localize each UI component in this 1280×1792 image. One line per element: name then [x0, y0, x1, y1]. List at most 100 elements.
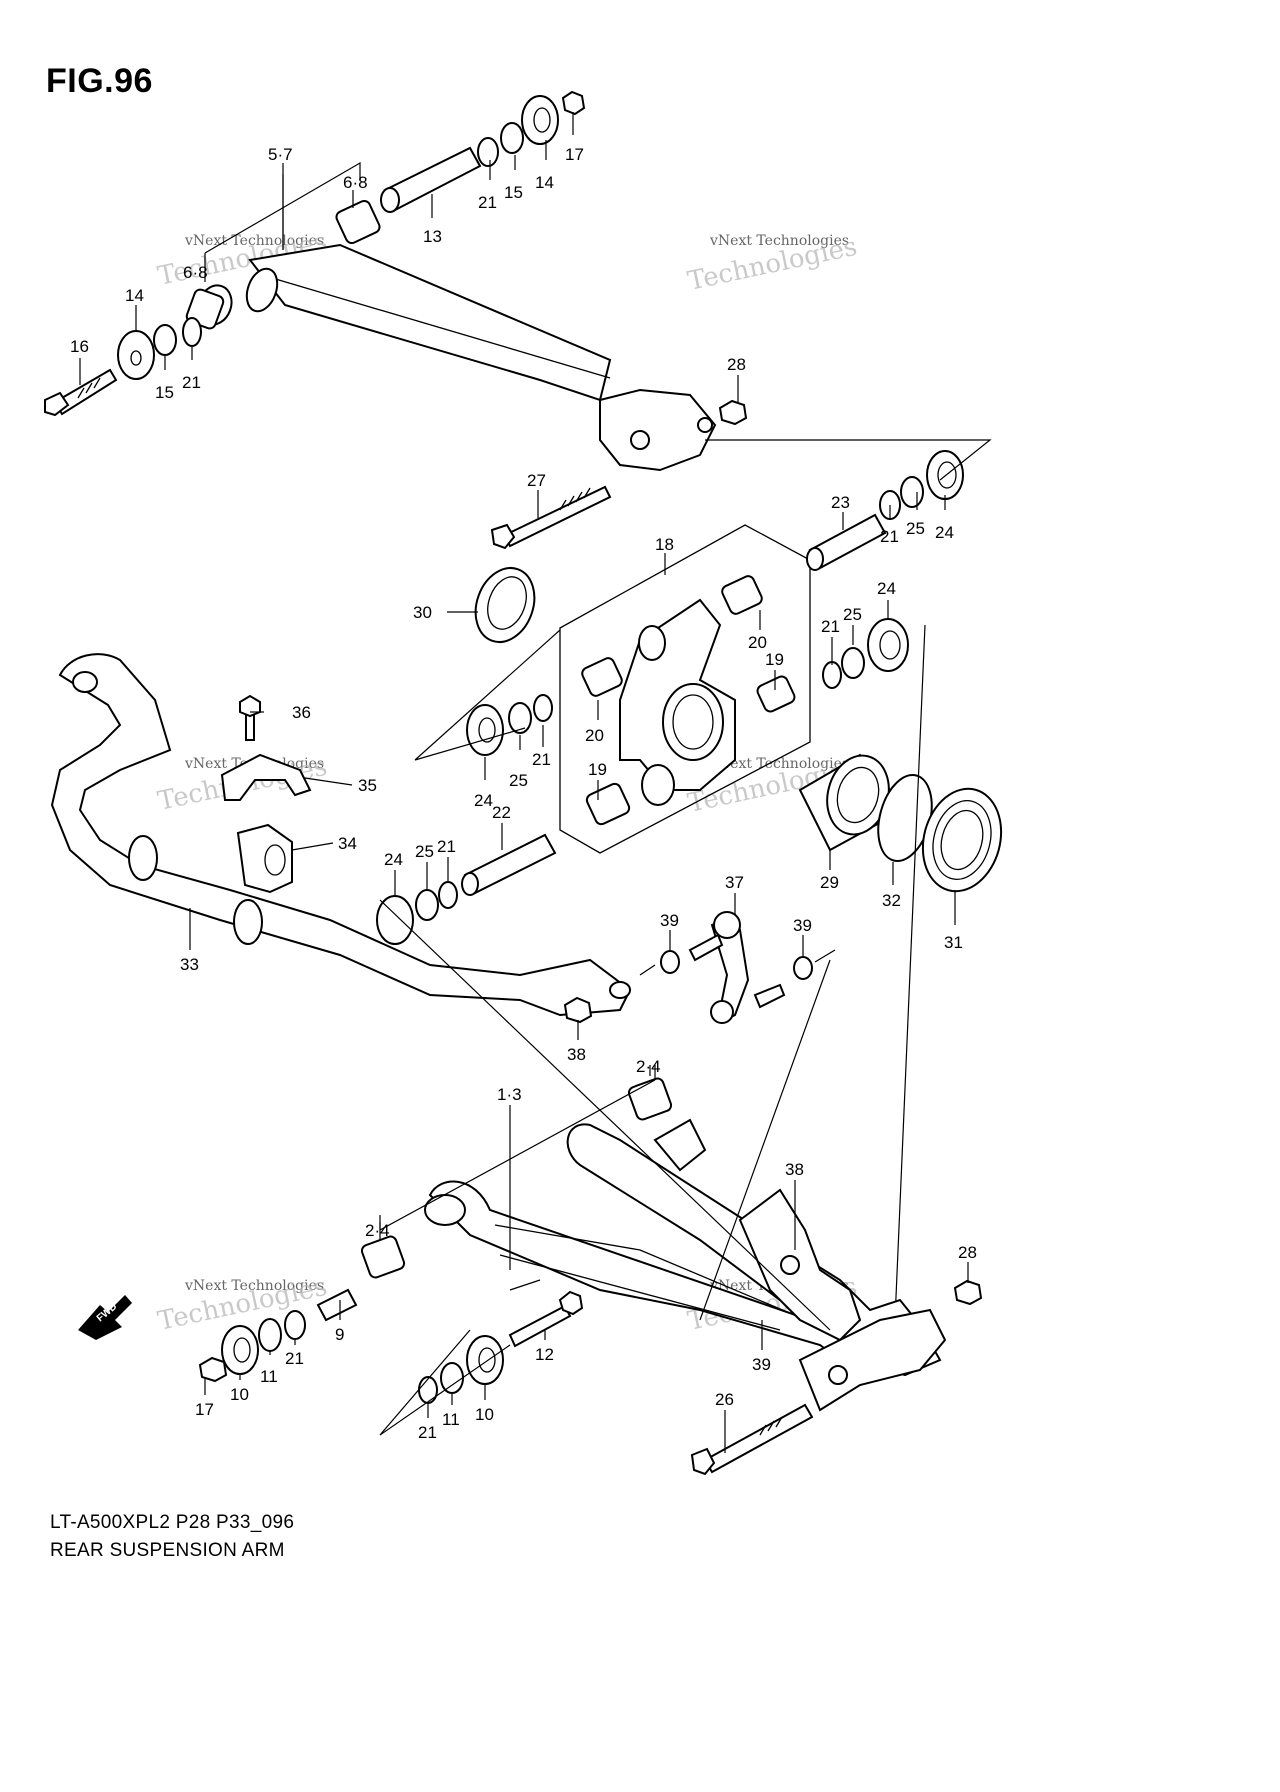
callout-label: 21 [821, 617, 840, 636]
callout-label: 21 [532, 750, 551, 769]
washer-39-b [793, 956, 813, 980]
callout-label: 24 [877, 579, 896, 598]
washer-21-left [182, 317, 202, 347]
nut-17-top [561, 90, 586, 116]
callout-label: 28 [727, 355, 746, 374]
callout-label: 6·8 [183, 263, 208, 282]
callout-label: 10 [475, 1405, 494, 1424]
callout-label: 35 [358, 776, 377, 795]
watermark-text: vNext Technologies [709, 233, 849, 249]
link-rod-group [639, 911, 836, 1024]
washer-25-low [415, 889, 439, 921]
washer-21-left-mid [533, 694, 553, 722]
knuckle-hub-group [376, 439, 1003, 1321]
stabilizer-bar-group [50, 653, 632, 1024]
callout-label: 14 [535, 173, 554, 192]
callout-label: 6·8 [343, 173, 368, 192]
callout-label: 33 [180, 955, 199, 974]
arm-end-plate [798, 1308, 947, 1412]
bush-19-lower [585, 782, 631, 826]
callout-label: 21 [437, 837, 456, 856]
callout-label: 16 [70, 337, 89, 356]
callout-label: 21 [880, 527, 899, 546]
cap-24-mid [867, 618, 909, 672]
washer-25-left [508, 702, 532, 734]
callout-label: 15 [155, 383, 174, 402]
callout-label: 25 [415, 842, 434, 861]
callout-label: 11 [260, 1367, 278, 1386]
fwd-arrow-icon: FWD [78, 1295, 132, 1340]
bolt-26 [703, 1403, 814, 1474]
assembly-name: REAR SUSPENSION ARM [50, 1540, 285, 1561]
washer-11-lm [440, 1362, 464, 1394]
callout-label: 19 [765, 650, 784, 669]
callout-label: 21 [478, 193, 497, 212]
callout-labels: 5·7 6·8 6·8 13 21 15 14 17 14 16 15 21 2… [70, 145, 977, 1442]
callout-label: 21 [182, 373, 201, 392]
callout-leaders [79, 112, 969, 1453]
model-code: LT-A500XPL2 P28 P33_096 [50, 1512, 295, 1533]
bush-20-upper [721, 575, 763, 615]
callout-label: 14 [125, 286, 144, 305]
nut-28-low [953, 1279, 983, 1306]
callout-label: 23 [831, 493, 850, 512]
callout-label: 25 [509, 771, 528, 790]
washer-21-mid [822, 661, 842, 689]
bolt-27 [503, 485, 612, 548]
pivot-tube [248, 243, 612, 402]
callout-label: 15 [504, 183, 523, 202]
callout-label: 39 [793, 916, 812, 935]
washer-21-lm [418, 1376, 438, 1404]
bush-6-8-right [335, 199, 381, 245]
upper-bracket [599, 388, 717, 472]
callout-label: 34 [338, 834, 357, 853]
callout-label: 39 [660, 911, 679, 930]
nut-17-low [198, 1356, 228, 1383]
washer-15-left [153, 324, 177, 356]
cap-24-left [466, 704, 504, 756]
callout-label: 21 [418, 1423, 437, 1442]
nut-28-top [718, 399, 748, 426]
figure-title: FIG.96 [46, 62, 153, 100]
callout-label: 25 [843, 605, 862, 624]
boot-31 [921, 787, 1003, 893]
collar-9 [316, 1288, 358, 1322]
stabilizer-bar-33 [50, 653, 632, 1017]
callout-label: 26 [715, 1390, 734, 1409]
callout-label: 20 [748, 633, 767, 652]
callout-label: 39 [752, 1355, 771, 1374]
callout-label: 36 [292, 703, 311, 722]
callout-label: 24 [474, 791, 493, 810]
cap-14-left [117, 330, 155, 380]
bush-2-4-lower [360, 1235, 406, 1279]
watermark-text: vNext Technologies [184, 1278, 324, 1294]
seal-30 [474, 567, 536, 643]
cap-24-low [376, 895, 414, 945]
callout-label: 38 [785, 1160, 804, 1179]
bush-sleeve-b [233, 899, 263, 945]
lower-arm-group [198, 899, 983, 1476]
bush-sleeve-a [128, 835, 158, 881]
callout-label: 17 [195, 1400, 214, 1419]
arm-tab [653, 1118, 707, 1172]
callout-label: 29 [820, 873, 839, 892]
callout-label: 19 [588, 760, 607, 779]
bolt-27-nut-28 [490, 399, 748, 550]
bush-2-4-upper [627, 1077, 673, 1121]
washer-15-top [500, 122, 524, 154]
callout-label: 21 [285, 1349, 304, 1368]
bush-19-upper [756, 675, 796, 713]
callout-label: 5·7 [268, 145, 293, 164]
callout-label: 31 [944, 933, 963, 952]
callout-label: 2·4 [636, 1057, 661, 1076]
callout-label: 18 [655, 535, 674, 554]
cap-10-ll [221, 1325, 259, 1375]
washer-21-low [438, 881, 458, 909]
cap-10-lm [466, 1335, 504, 1385]
callout-label: 9 [335, 1325, 344, 1344]
callout-label: 2·4 [365, 1221, 390, 1240]
bush-20-lower [581, 657, 623, 697]
cap-14-top [521, 95, 559, 145]
washer-21-top [477, 137, 499, 167]
